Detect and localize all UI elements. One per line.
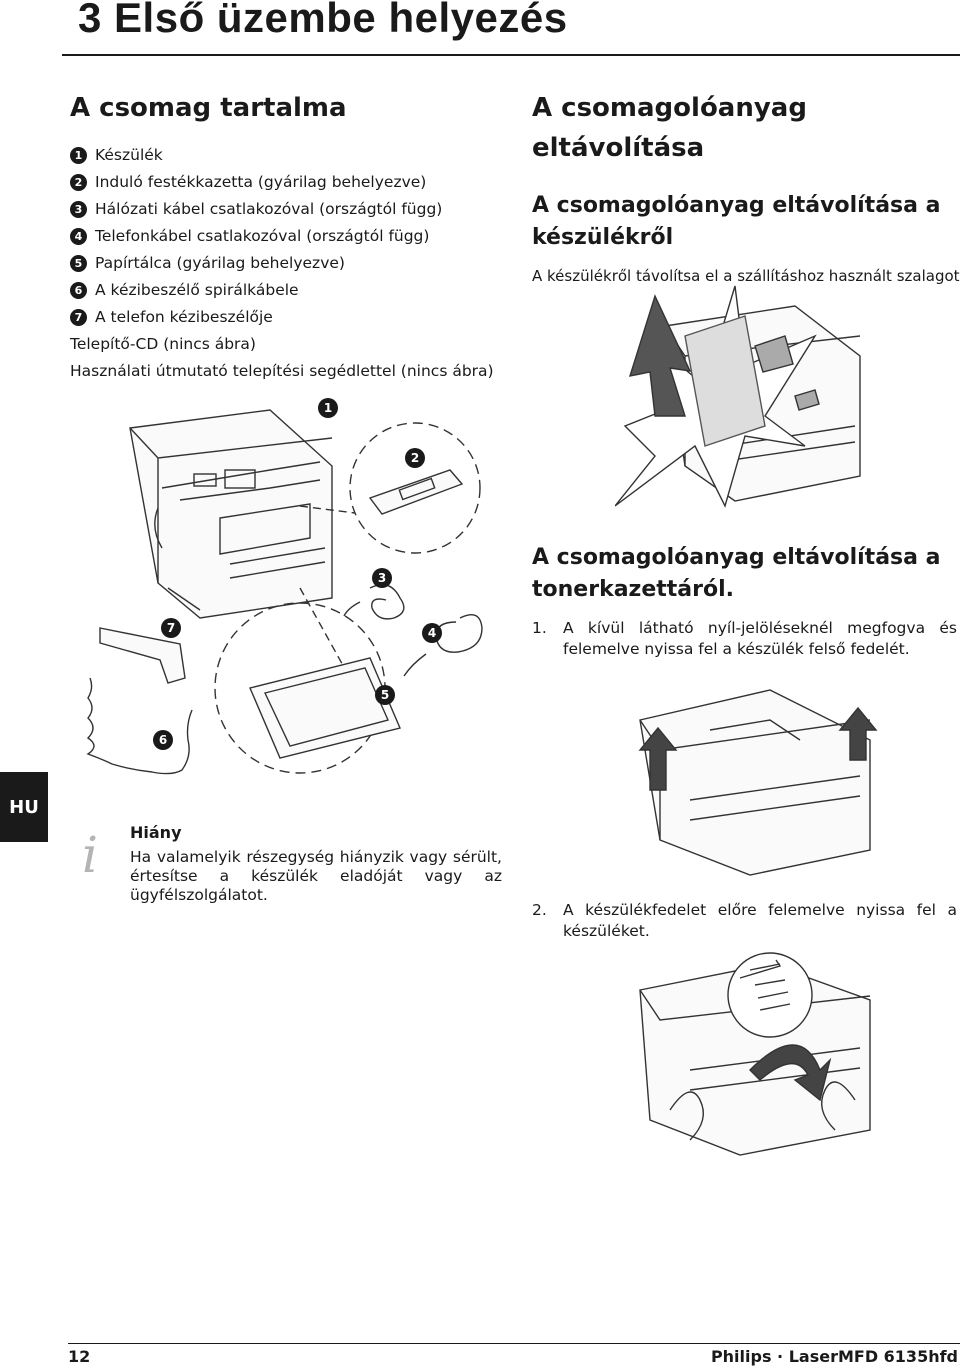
item-number-badge: 7 xyxy=(70,309,87,326)
item-number-badge: 5 xyxy=(70,255,87,272)
svg-text:6: 6 xyxy=(159,733,167,747)
lift-cover-figure xyxy=(630,950,880,1165)
svg-text:2: 2 xyxy=(411,451,419,465)
fax-device-illustration xyxy=(129,409,333,619)
callout-badge-6: 6 xyxy=(153,730,173,750)
removal-heading: A csomagolóanyag eltávolítása xyxy=(532,93,807,163)
open-cover-figure xyxy=(630,680,880,880)
item-number-badge: 3 xyxy=(70,201,87,218)
item-number-badge: 2 xyxy=(70,174,87,191)
callout-badge-3: 3 xyxy=(372,568,392,588)
language-tab: HU xyxy=(0,772,48,842)
package-contents-figure: 1 2 3 4 5 6 7 xyxy=(70,388,510,788)
toner-removal-heading: A csomagolóanyag eltávolítása a tonerkaz… xyxy=(532,545,941,602)
device-removal-text: A készülékről távolítsa el a szállításho… xyxy=(532,267,960,285)
callout-badge-2: 2 xyxy=(405,448,425,468)
package-heading: A csomag tartalma xyxy=(70,93,347,123)
chapter-title: 3 Első üzembe helyezés xyxy=(78,0,568,41)
list-item: Használati útmutató telepítési segédlett… xyxy=(70,362,494,380)
title-rule xyxy=(62,54,960,56)
tape-removal-figure xyxy=(615,276,865,526)
brand-model: Philips · LaserMFD 6135hfd xyxy=(710,1347,958,1366)
callout-badge-7: 7 xyxy=(161,618,181,638)
item-number-badge: 4 xyxy=(70,228,87,245)
svg-text:4: 4 xyxy=(428,626,436,640)
list-item: Telepítő-CD (nincs ábra) xyxy=(70,335,256,353)
svg-text:5: 5 xyxy=(381,688,389,702)
item-number-badge: 1 xyxy=(70,147,87,164)
svg-text:i: i xyxy=(82,826,98,882)
item-number-badge: 6 xyxy=(70,282,87,299)
device-removal-heading: A csomagolóanyag eltávolítása a készülék… xyxy=(532,193,941,250)
svg-text:7: 7 xyxy=(167,621,175,635)
note-text: Ha valamelyik részegység hiányzik vagy s… xyxy=(130,848,502,904)
callout-badge-5: 5 xyxy=(375,685,395,705)
footer-rule xyxy=(68,1343,960,1344)
svg-text:3: 3 xyxy=(378,571,386,585)
callout-badge-1: 1 xyxy=(318,398,338,418)
info-icon: i xyxy=(68,826,118,884)
callout-badge-4: 4 xyxy=(422,623,442,643)
note-title: Hiány xyxy=(130,823,182,842)
svg-text:1: 1 xyxy=(324,401,332,415)
page-number: 12 xyxy=(68,1347,91,1366)
